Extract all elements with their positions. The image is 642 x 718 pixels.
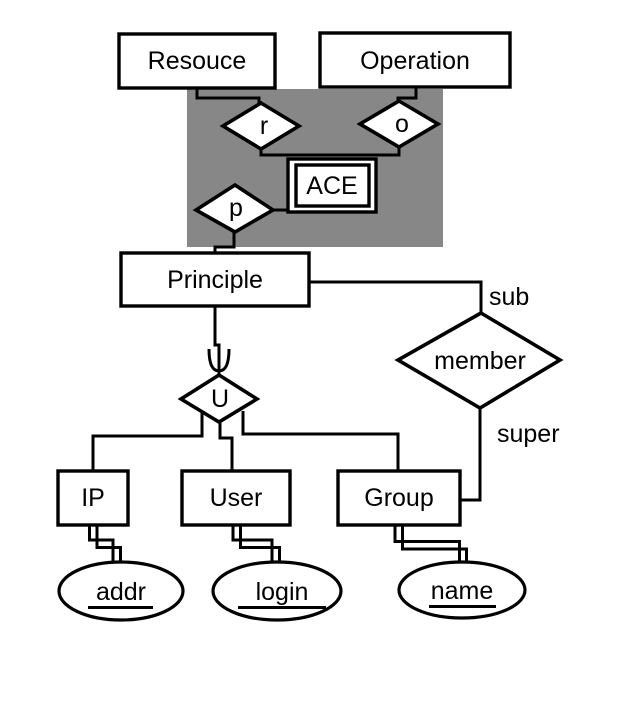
entity-operation-label: Operation: [360, 47, 470, 75]
entity-resource-label: Resouce: [148, 47, 247, 75]
edge-p-principle: [213, 231, 236, 253]
attribute-login-label: login: [256, 578, 309, 606]
attribute-name-ellipse: [397, 560, 527, 620]
edge-union-user: [218, 420, 234, 471]
edge-union-group: [241, 411, 400, 471]
attribute-name-label: name: [431, 577, 494, 605]
relationship-member-diamond: [394, 310, 564, 411]
edge-user-login-inner: [239, 525, 281, 564]
relationship-o-diamond: [356, 98, 442, 150]
entity-user-label: User: [210, 484, 263, 512]
edge-member-group: [461, 407, 482, 502]
edge-ip-addr-inner: [95, 525, 122, 564]
relationship-union-diamond: [177, 372, 261, 425]
edge-group-name-outer: [393, 525, 461, 561]
attribute-addr-label: addr: [96, 578, 146, 606]
edge-union-ip: [91, 413, 204, 471]
entity-ip-label: IP: [81, 484, 105, 512]
relationship-p-label: p: [229, 194, 243, 222]
attribute-addr-ellipse: [57, 560, 185, 622]
edge-group-name-inner: [401, 525, 468, 563]
entity-principle-label: Principle: [167, 266, 263, 294]
edge-user-login-outer: [231, 525, 274, 563]
entity-ace-inner-box: [294, 163, 371, 208]
relationship-p-diamond: [192, 182, 277, 235]
edge-principle-member: [309, 280, 483, 314]
edge-resource-r: [195, 88, 261, 104]
edge-principle-union: [213, 306, 221, 377]
entity-resource-box: [117, 32, 277, 90]
edge-label-sub: sub: [489, 283, 529, 311]
union-cup-icon: [207, 348, 231, 373]
entity-group-box: [336, 469, 462, 527]
entity-user-box: [180, 469, 292, 527]
edge-label-super: super: [497, 420, 560, 448]
relationship-union-label: U: [211, 385, 229, 413]
attribute-login-ellipse: [211, 560, 343, 622]
relationship-member-label: member: [434, 347, 526, 375]
relationship-r-diamond: [219, 100, 303, 152]
entity-principle-box: [119, 251, 311, 308]
entity-ip-box: [56, 469, 130, 527]
edge-ip-addr-outer: [88, 525, 115, 563]
entity-operation-box: [318, 31, 512, 89]
relationship-o-label: o: [395, 110, 409, 138]
entity-ace-label: ACE: [306, 172, 357, 200]
relationship-r-label: r: [260, 112, 268, 140]
entity-group-label: Group: [364, 484, 433, 512]
